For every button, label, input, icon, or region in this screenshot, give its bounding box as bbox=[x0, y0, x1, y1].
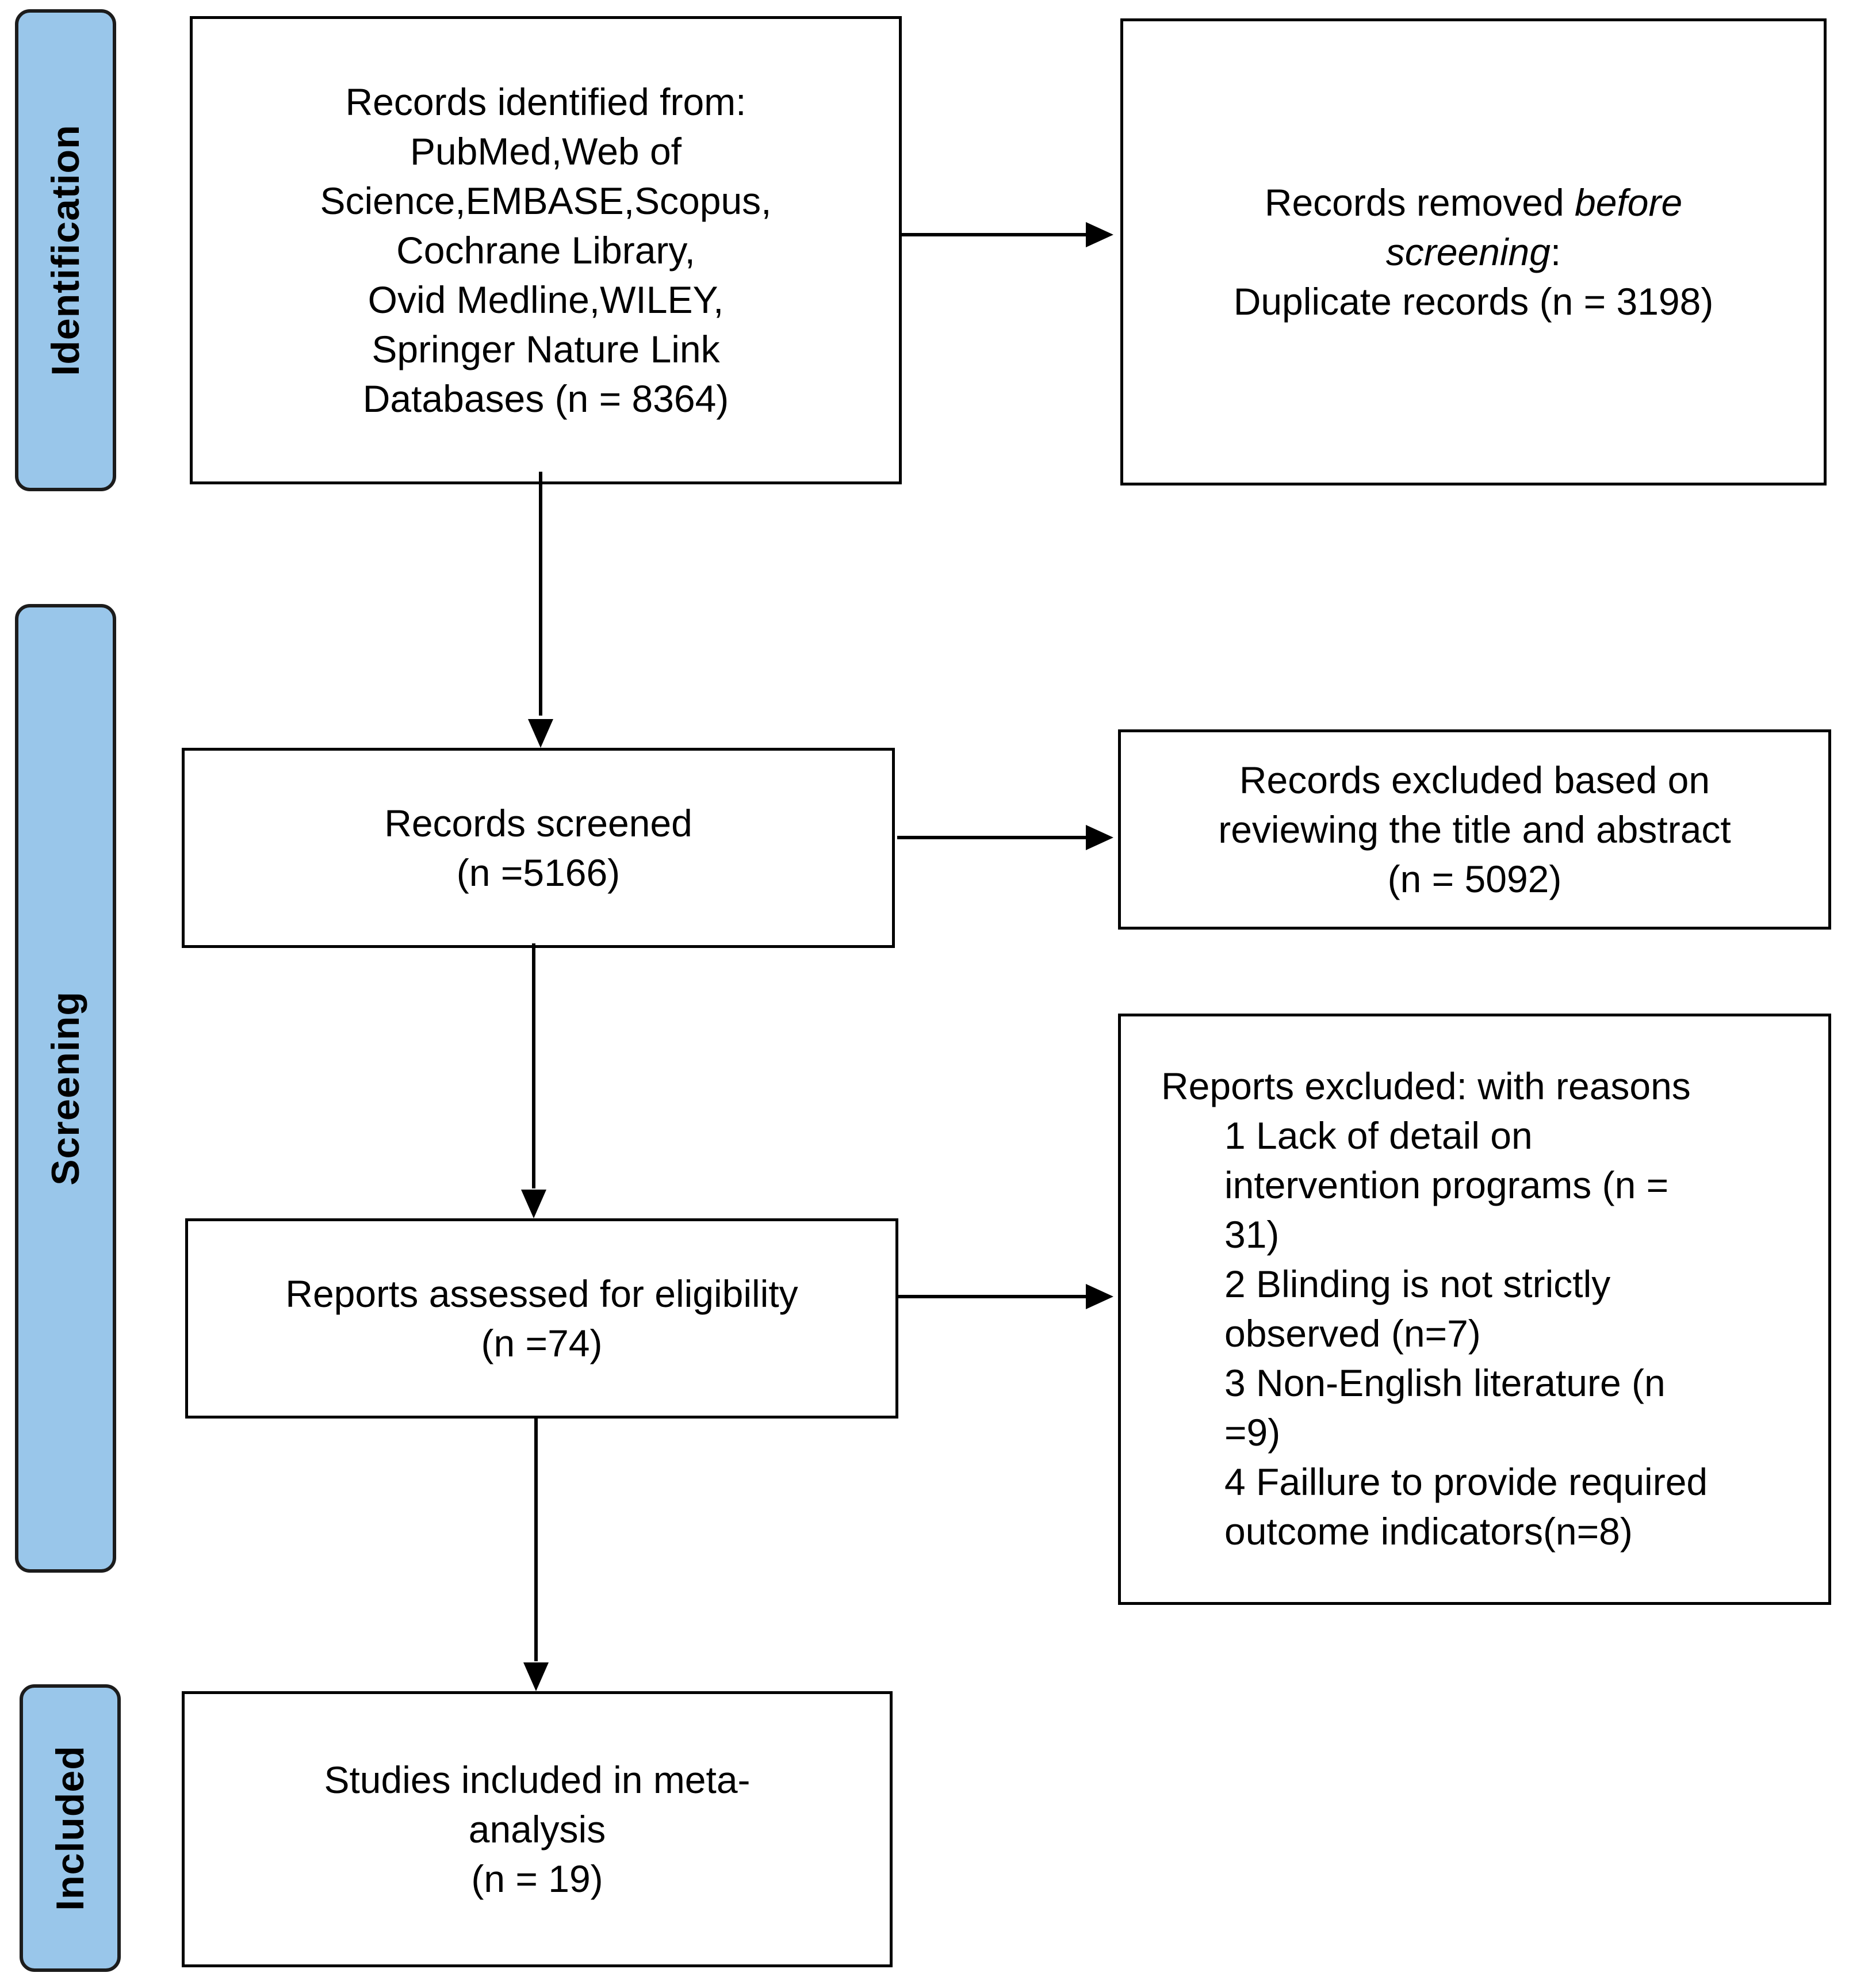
records-screened-box: Records screened (n =5166) bbox=[182, 748, 895, 948]
arrowhead-excluded bbox=[1086, 825, 1113, 850]
arrowheads bbox=[521, 222, 1113, 1691]
phase-screening: Screening bbox=[15, 604, 116, 1573]
records-removed-box: Records removed before screening: Duplic… bbox=[1120, 18, 1827, 485]
arrowhead-reports-excluded bbox=[1086, 1284, 1113, 1309]
reason-line-2: intervention programs (n = bbox=[1224, 1164, 1669, 1206]
reason-line-3: 31) bbox=[1224, 1213, 1280, 1256]
records-removed-before: before bbox=[1575, 181, 1683, 224]
records-removed-screening: screening bbox=[1385, 231, 1551, 273]
arrowhead-removed bbox=[1086, 222, 1113, 247]
records-removed-text: Records removed bbox=[1264, 181, 1575, 224]
records-identified-line-5: Ovid Medline,WILEY, bbox=[367, 278, 724, 321]
records-excluded-line-2: reviewing the title and abstract bbox=[1218, 808, 1731, 851]
records-screened-title: Records screened bbox=[384, 802, 692, 844]
records-identified-line-1: Records identified from: bbox=[345, 81, 747, 123]
exclusion-reasons-list: 1 Lack of detail on intervention program… bbox=[1161, 1111, 1708, 1556]
records-identified-line-6: Springer Nature Link bbox=[372, 328, 720, 370]
arrowhead-assessed bbox=[521, 1190, 546, 1218]
records-identified-line-3: Science,EMBASE,Scopus, bbox=[320, 179, 772, 222]
studies-included-line-1: Studies included in meta- bbox=[324, 1758, 751, 1801]
arrowhead-included bbox=[523, 1662, 549, 1691]
reports-assessed-box: Reports assessed for eligibility (n =74) bbox=[185, 1218, 898, 1419]
studies-included-box: Studies included in meta- analysis (n = … bbox=[182, 1691, 893, 1967]
records-identified-line-4: Cochrane Library, bbox=[396, 229, 695, 272]
records-screened-count: (n =5166) bbox=[456, 851, 621, 894]
phase-identification: Identification bbox=[15, 9, 116, 491]
reason-line-4: 2 Blinding is not strictly bbox=[1224, 1263, 1611, 1305]
studies-included-line-2: analysis bbox=[468, 1808, 606, 1851]
records-excluded-box: Records excluded based on reviewing the … bbox=[1118, 729, 1831, 930]
reports-assessed-count: (n =74) bbox=[481, 1322, 603, 1364]
records-identified-line-2: PubMed,Web of bbox=[409, 130, 682, 173]
arrow-lines bbox=[532, 233, 1087, 1661]
arrowhead-screened bbox=[528, 719, 553, 748]
records-removed-line-2: screening: bbox=[1234, 227, 1714, 277]
reports-excluded-box: Reports excluded: with reasons 1 Lack of… bbox=[1118, 1014, 1831, 1605]
reason-line-1: 1 Lack of detail on bbox=[1224, 1114, 1533, 1157]
reason-line-6: 3 Non-English literature (n bbox=[1224, 1362, 1666, 1404]
reason-line-9: outcome indicators(n=8) bbox=[1224, 1510, 1633, 1553]
reports-assessed-title: Reports assessed for eligibility bbox=[285, 1272, 798, 1315]
phase-included: Included bbox=[20, 1684, 121, 1972]
reason-line-7: =9) bbox=[1224, 1411, 1281, 1454]
records-excluded-line-1: Records excluded based on bbox=[1239, 759, 1710, 801]
records-identified-line-7: Databases (n = 8364) bbox=[362, 377, 729, 420]
records-excluded-count: (n = 5092) bbox=[1387, 858, 1562, 900]
records-removed-colon: : bbox=[1550, 231, 1561, 273]
reason-line-8: 4 Faillure to provide required bbox=[1224, 1461, 1708, 1503]
reason-line-5: observed (n=7) bbox=[1224, 1312, 1481, 1355]
records-removed-line-1: Records removed before bbox=[1234, 178, 1714, 227]
records-identified-box: Records identified from: PubMed,Web of S… bbox=[190, 16, 902, 484]
duplicate-records: Duplicate records (n = 3198) bbox=[1233, 280, 1714, 323]
studies-included-count: (n = 19) bbox=[471, 1857, 603, 1900]
reports-excluded-heading: Reports excluded: with reasons bbox=[1161, 1065, 1691, 1107]
